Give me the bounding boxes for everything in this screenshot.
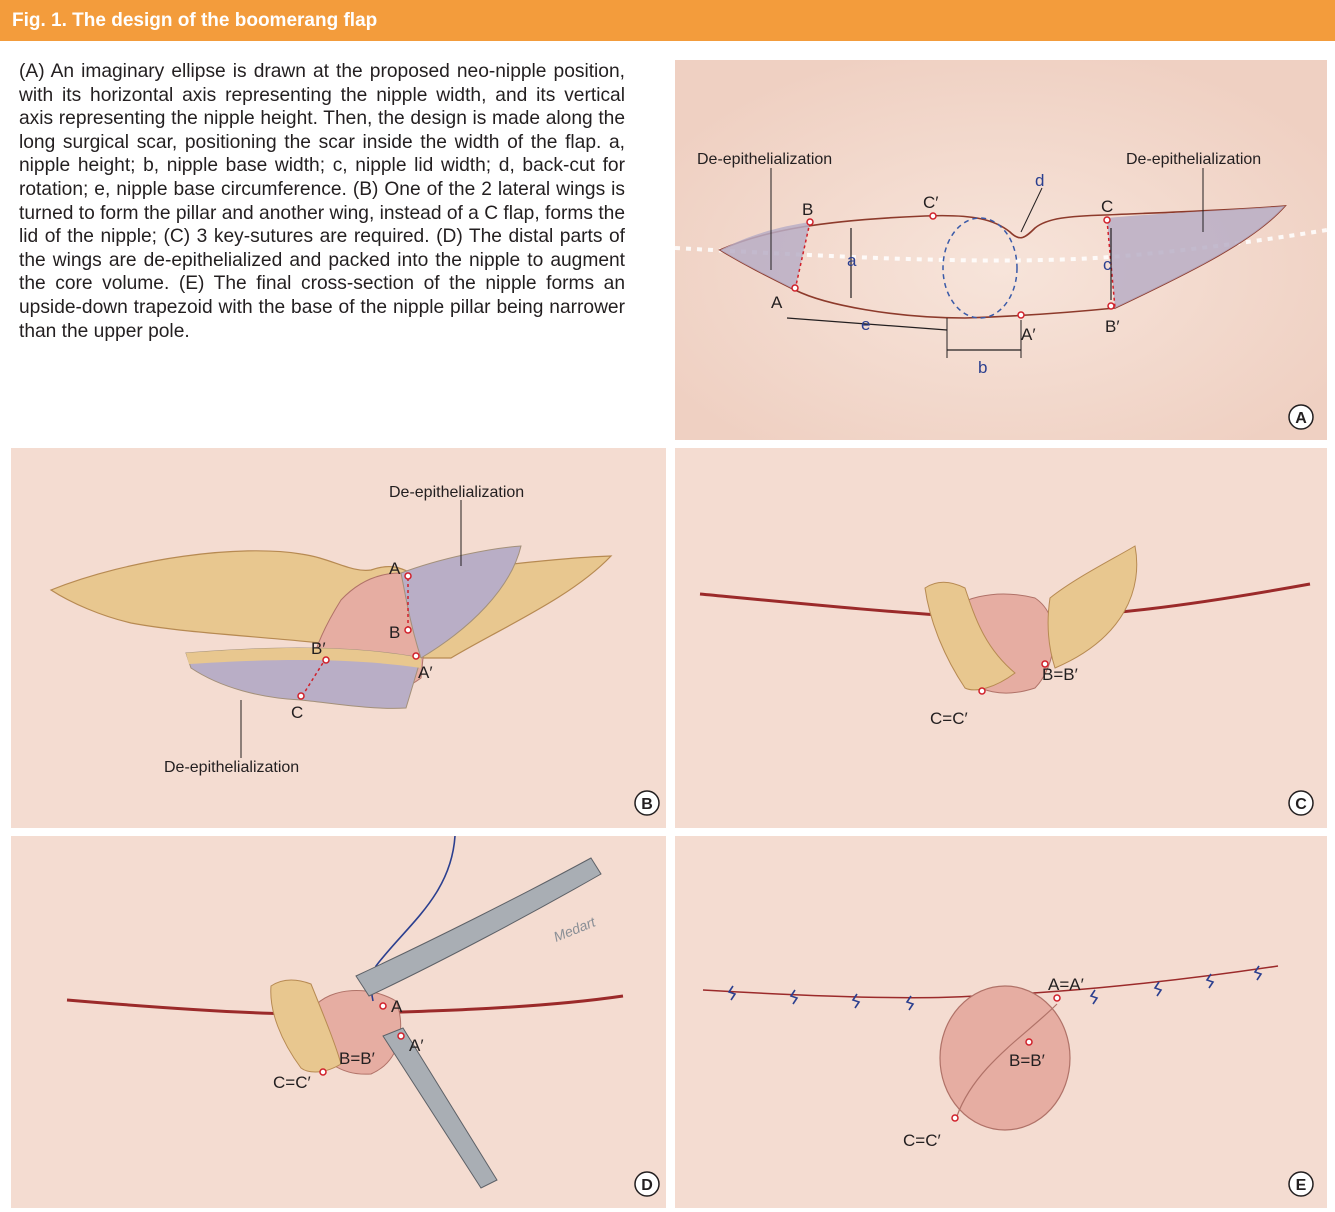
label-b-point: B <box>389 623 400 642</box>
label-b-equals-b-prime: B=B′ <box>1042 665 1078 684</box>
panel-b: De-epithelialization De-epithelializatio… <box>11 448 666 828</box>
label-c-equals-c-prime: C=C′ <box>903 1131 941 1150</box>
label-b-equals-b-prime: B=B′ <box>339 1049 375 1068</box>
panel-d: A A′ B=B′ C=C′ Medart D <box>11 836 666 1208</box>
label-c: c <box>1103 255 1112 274</box>
label-a-prime: A′ <box>418 663 433 682</box>
label-a-equals-a-prime: A=A′ <box>1048 975 1084 994</box>
panel-a: De-epithelialization De-epithelializatio… <box>675 60 1327 440</box>
panel-a-badge-label: A <box>1295 410 1307 427</box>
figure-title: Fig. 1. The design of the boomerang flap <box>12 10 377 32</box>
label-b-prime: B′ <box>1105 317 1120 336</box>
label-b-point: B <box>802 200 813 219</box>
label-c-equals-c-prime: C=C′ <box>273 1073 311 1092</box>
label-d: d <box>1035 171 1044 190</box>
panel-c-badge-label: C <box>1295 796 1307 813</box>
panel-a-illustration: De-epithelialization De-epithelializatio… <box>675 60 1327 440</box>
label-deepi-bottom: De-epithelialization <box>164 759 299 776</box>
label-b-prime: B′ <box>311 639 326 658</box>
label-deepi-top: De-epithelialization <box>389 484 524 501</box>
label-c-point: C <box>1101 197 1113 216</box>
label-b: b <box>978 358 987 377</box>
panel-b-illustration: De-epithelialization De-epithelializatio… <box>11 448 666 828</box>
panel-c-illustration: B=B′ C=C′ C <box>675 448 1327 828</box>
label-c-equals-c-prime: C=C′ <box>930 709 968 728</box>
label-c-prime: C′ <box>923 193 938 212</box>
label-b-equals-b-prime: B=B′ <box>1009 1051 1045 1070</box>
panel-d-illustration: A A′ B=B′ C=C′ Medart D <box>11 836 666 1208</box>
panel-c: B=B′ C=C′ C <box>675 448 1327 828</box>
panel-e: A=A′ B=B′ C=C′ E <box>675 836 1327 1208</box>
label-a-prime: A′ <box>409 1036 424 1055</box>
label-c-point: C <box>291 703 303 722</box>
panel-e-illustration: A=A′ B=B′ C=C′ E <box>675 836 1327 1208</box>
label-a-point: A <box>391 997 403 1016</box>
label-a-prime: A′ <box>1021 325 1036 344</box>
panel-d-badge-label: D <box>641 1177 653 1194</box>
panel-e-badge-label: E <box>1296 1177 1307 1194</box>
label-a-point: A <box>771 293 783 312</box>
label-a-point: A <box>389 559 401 578</box>
figure-header: Fig. 1. The design of the boomerang flap <box>0 0 1335 41</box>
label-e: e <box>861 315 870 334</box>
label-deepi-right: De-epithelialization <box>1126 151 1261 168</box>
label-deepi-left: De-epithelialization <box>697 151 832 168</box>
figure-caption: (A) An imaginary ellipse is drawn at the… <box>19 60 625 343</box>
label-a: a <box>847 251 857 270</box>
panel-b-badge-label: B <box>641 796 653 813</box>
